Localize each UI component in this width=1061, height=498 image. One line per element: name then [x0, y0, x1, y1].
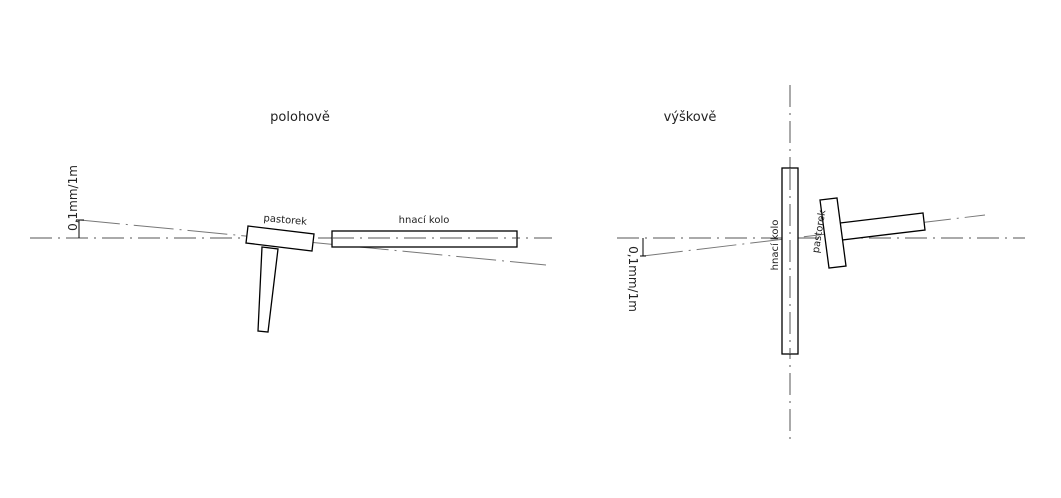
left-drive-wheel [331, 230, 518, 248]
right-wheel-label: hnací kolo [769, 220, 781, 271]
left-view-horizontal: polohově 0,1mm/1m pastorek hnací kolo [30, 110, 552, 333]
left-pinion-label: pastorek [263, 213, 308, 228]
left-tolerance-label: 0,1mm/1m [66, 165, 80, 231]
left-pinion-shaft [257, 246, 279, 333]
left-view-title: polohově [270, 110, 330, 125]
right-view-title: výškově [664, 110, 717, 125]
right-tilted-axis [642, 214, 986, 257]
right-view-vertical: výškově 0,1mm/1m hnací kolo pastorek [617, 85, 1025, 440]
left-pinion [245, 225, 315, 252]
left-wheel-label: hnací kolo [399, 214, 450, 226]
right-pinion [819, 197, 847, 269]
right-tolerance-label: 0,1mm/1m [626, 246, 640, 312]
right-pinion-shaft [839, 212, 926, 241]
